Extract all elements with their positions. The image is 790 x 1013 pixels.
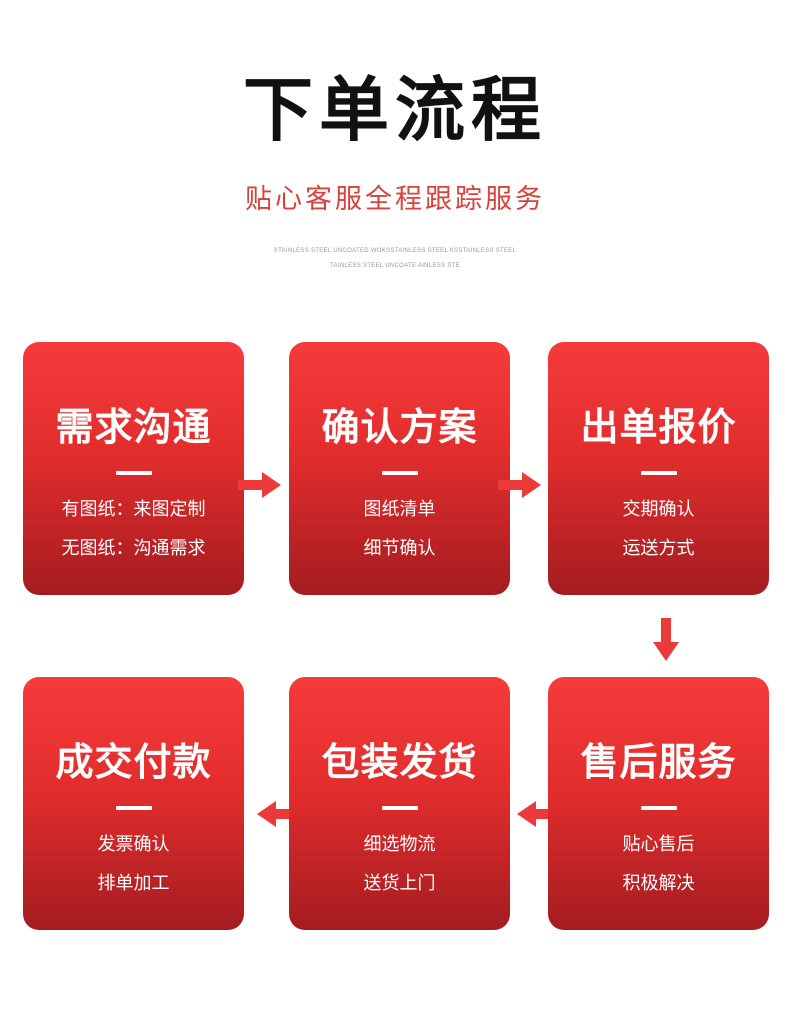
step-detail: 交期确认 — [622, 499, 695, 520]
step-detail: 积极解决 — [622, 873, 695, 894]
step-detail: 细节确认 — [363, 538, 436, 559]
step-detail: 贴心售后 — [622, 834, 695, 855]
step-title: 成交付款 — [55, 740, 212, 784]
step-divider — [641, 806, 677, 810]
fine-print-line-1: STAINLESS STEEL UNCOATED WOKSSTAINLESS S… — [273, 248, 517, 254]
step-divider — [382, 806, 418, 810]
step-card-after-sales: 售后服务 贴心售后 积极解决 — [548, 677, 769, 930]
step-detail: 运送方式 — [622, 538, 695, 559]
step-detail: 送货上门 — [363, 873, 436, 894]
step-card-confirm-plan: 确认方案 图纸清单 细节确认 — [289, 342, 510, 595]
arrow-left-icon — [517, 801, 560, 827]
page-title: 下单流程 — [243, 69, 547, 151]
step-detail: 图纸清单 — [363, 499, 436, 520]
step-card-payment: 成交付款 发票确认 排单加工 — [23, 677, 244, 930]
step-detail: 无图纸：沟通需求 — [61, 538, 206, 559]
step-divider — [641, 471, 677, 475]
step-title: 确认方案 — [321, 405, 478, 449]
page-subtitle: 贴心客服全程跟踪服务 — [245, 184, 545, 215]
arrow-right-icon — [238, 472, 281, 498]
arrow-left-icon — [257, 801, 300, 827]
step-title: 包装发货 — [321, 740, 478, 784]
step-divider — [116, 471, 152, 475]
step-card-quotation: 出单报价 交期确认 运送方式 — [548, 342, 769, 595]
step-title: 需求沟通 — [55, 405, 212, 449]
fine-print-line-2: TAINLESS STEEL UNCOATE AINLESS STE — [330, 263, 460, 269]
step-detail: 有图纸：来图定制 — [61, 499, 206, 520]
step-title: 出单报价 — [580, 405, 737, 449]
step-detail: 发票确认 — [97, 834, 170, 855]
step-detail: 排单加工 — [97, 873, 170, 894]
step-card-shipping: 包装发货 细选物流 送货上门 — [289, 677, 510, 930]
step-title: 售后服务 — [580, 740, 737, 784]
step-card-requirement: 需求沟通 有图纸：来图定制 无图纸：沟通需求 — [23, 342, 244, 595]
step-divider — [116, 806, 152, 810]
step-detail: 细选物流 — [363, 834, 436, 855]
arrow-down-icon — [653, 618, 679, 661]
step-divider — [382, 471, 418, 475]
arrow-right-icon — [498, 472, 541, 498]
